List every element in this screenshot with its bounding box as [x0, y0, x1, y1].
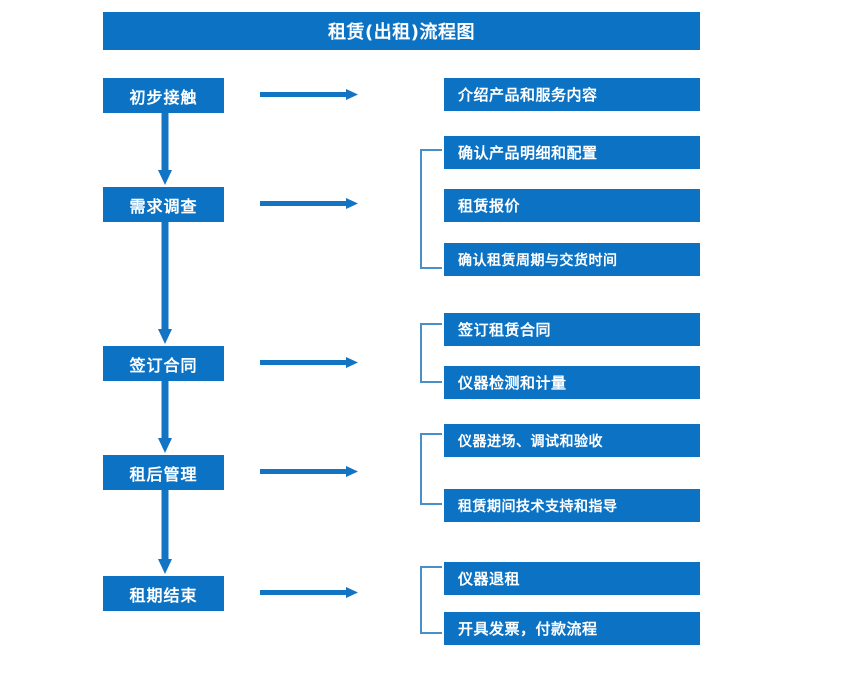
group-bracket-icon-post-rent-mgmt: [418, 432, 444, 506]
stage-box-lease-end[interactable]: 租期结束: [103, 576, 224, 611]
flow-arrow-right-icon-3: [260, 354, 360, 372]
detail-box-intro-products[interactable]: 介绍产品和服务内容: [444, 78, 700, 111]
detail-box-instrument-delivery[interactable]: 仪器进场、调试和验收: [444, 424, 700, 457]
stage-box-demand-survey[interactable]: 需求调查: [103, 187, 224, 222]
flow-arrow-right-icon-5: [260, 584, 360, 602]
detail-box-sign-rental-contract[interactable]: 签订租赁合同: [444, 313, 700, 346]
flow-arrow-right-icon-4: [260, 463, 360, 481]
flow-arrow-down-icon-2: [155, 222, 175, 346]
detail-box-instrument-test[interactable]: 仪器检测和计量: [444, 366, 700, 399]
flow-arrow-right-icon-1: [260, 86, 360, 104]
detail-box-confirm-period[interactable]: 确认租赁周期与交货时间: [444, 243, 700, 276]
page-title: 租赁(出租)流程图: [103, 12, 700, 50]
detail-box-tech-support[interactable]: 租赁期间技术支持和指导: [444, 489, 700, 522]
detail-box-confirm-spec[interactable]: 确认产品明细和配置: [444, 136, 700, 169]
detail-box-invoice-payment[interactable]: 开具发票，付款流程: [444, 612, 700, 645]
flow-arrow-down-icon-1: [155, 113, 175, 187]
group-bracket-icon-demand-survey: [418, 148, 444, 270]
stage-box-sign-contract[interactable]: 签订合同: [103, 346, 224, 381]
detail-box-instrument-return[interactable]: 仪器退租: [444, 562, 700, 595]
stage-box-initial-contact[interactable]: 初步接触: [103, 78, 224, 113]
detail-box-rental-quote[interactable]: 租赁报价: [444, 189, 700, 222]
stage-box-post-rent-mgmt[interactable]: 租后管理: [103, 455, 224, 490]
flow-arrow-down-icon-4: [155, 490, 175, 576]
flow-arrow-down-icon-3: [155, 381, 175, 455]
group-bracket-icon-sign-contract: [418, 322, 444, 384]
flow-arrow-right-icon-2: [260, 195, 360, 213]
group-bracket-icon-lease-end: [418, 565, 444, 635]
